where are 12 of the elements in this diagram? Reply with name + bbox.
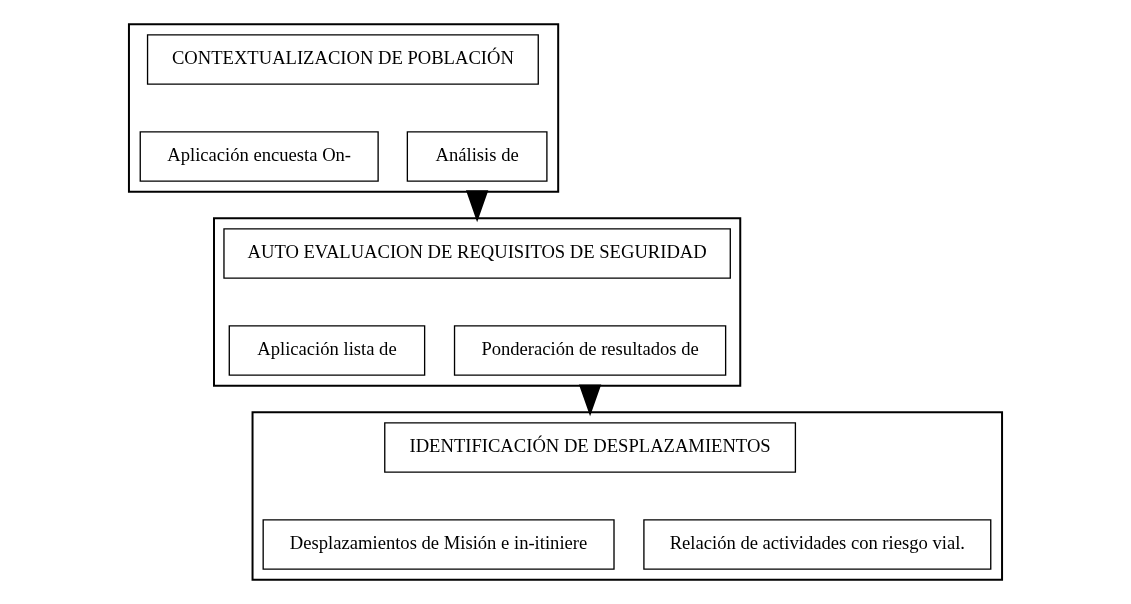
node-box: Desplazamientos de Misión e in-itiniere: [262, 519, 615, 570]
cluster: [213, 217, 742, 387]
node-box: Aplicación encuesta On-: [139, 131, 379, 182]
cluster: [251, 411, 1004, 581]
node-box: Relación de actividades con riesgo vial.: [643, 519, 992, 570]
cluster: [127, 23, 560, 193]
node-box: CONTEXTUALIZACION DE POBLACIÓN: [146, 34, 539, 85]
node-box: Aplicación lista de: [228, 325, 426, 376]
node-box: Análisis de: [406, 131, 548, 182]
node-box: Ponderación de resultados de: [453, 325, 727, 376]
node-box: AUTO EVALUACION DE REQUISITOS DE SEGURIDAD: [223, 228, 731, 279]
node-box: IDENTIFICACIÓN DE DESPLAZAMIENTOS: [384, 422, 797, 473]
